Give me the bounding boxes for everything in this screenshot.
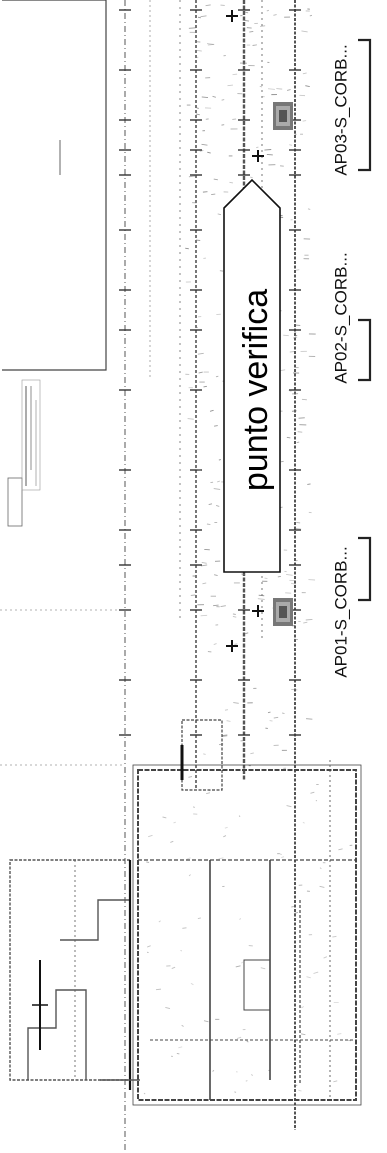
dotted-guides: [0, 0, 151, 766]
cross-markers: [226, 10, 264, 652]
ap-labels: AP01-S_CORB... AP02-S_CORB... AP03-S_COR…: [332, 44, 351, 677]
ap03-label: AP03-S_CORB...: [332, 44, 351, 175]
ap01-label: AP01-S_CORB...: [332, 546, 351, 677]
callout-label: punto verifica: [237, 289, 275, 491]
anchor-icon: [273, 102, 293, 130]
legend-block: [7, 379, 41, 527]
notes-frame: [2, 0, 107, 371]
callout-punto-verifica: punto verifica: [223, 178, 281, 573]
anchor-icon: [273, 598, 293, 626]
ap02-label: AP02-S_CORB...: [332, 252, 351, 383]
building-outline: [132, 719, 362, 1106]
support-brackets: [358, 38, 372, 602]
stair-outline: [9, 859, 140, 1090]
